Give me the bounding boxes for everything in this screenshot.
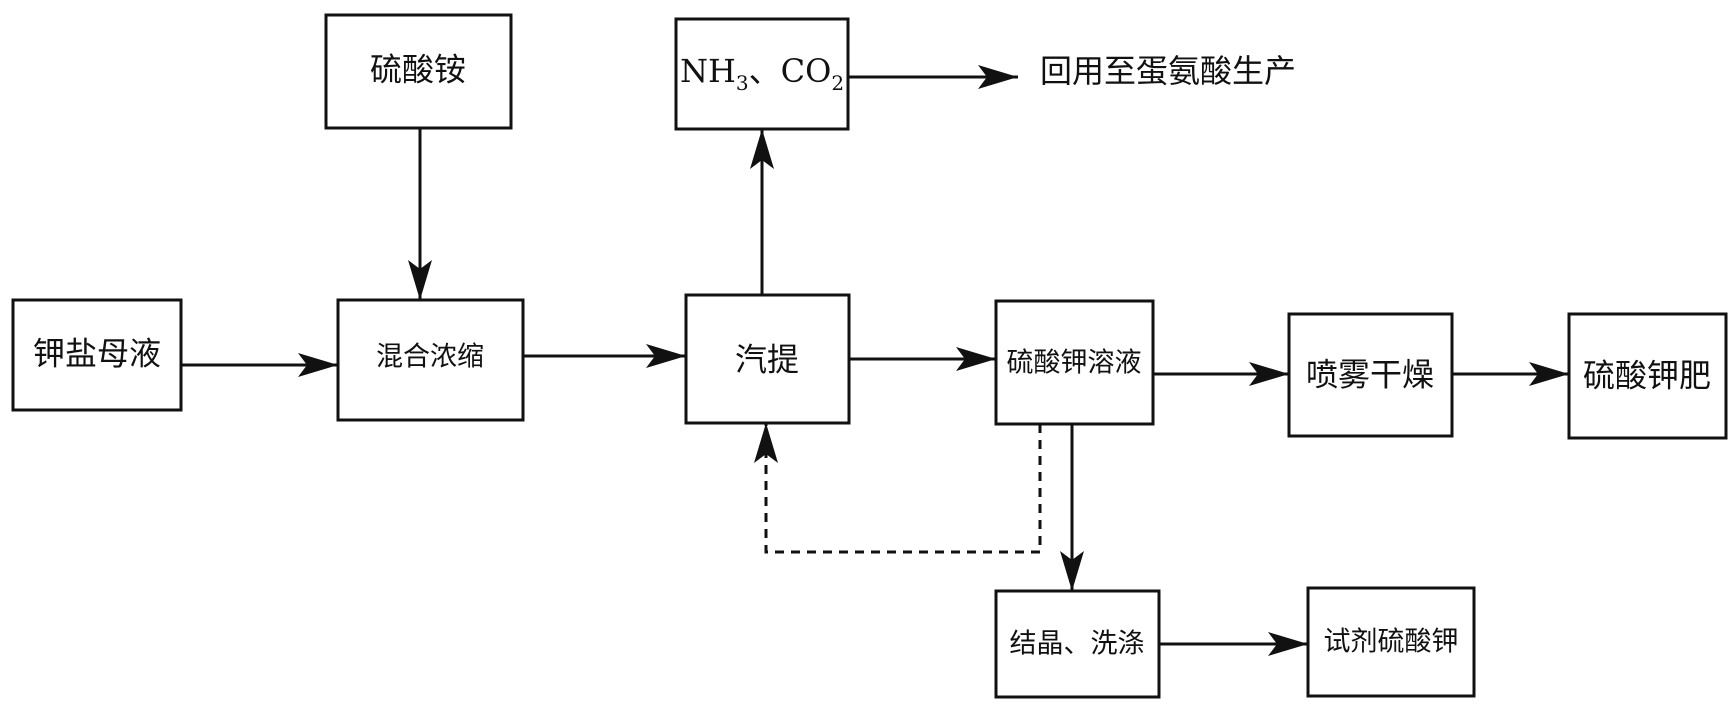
node-ammonium-sulfate-label: 硫酸铵 — [370, 51, 466, 89]
node-potassium-mother-liquor: 钾盐母液 — [11, 298, 183, 412]
node-k2so4-fertilizer-label: 硫酸钾肥 — [1583, 357, 1711, 395]
gases-co-subscript: 2 — [831, 71, 844, 95]
node-mix-concentrate-label: 混合浓缩 — [376, 342, 484, 373]
node-potassium-mother-liquor-label: 钾盐母液 — [33, 335, 161, 373]
node-gases: NH3、CO2 — [674, 17, 850, 131]
node-ammonium-sulfate: 硫酸铵 — [324, 13, 513, 130]
node-spray-dry: 喷雾干燥 — [1287, 312, 1454, 438]
node-mix-concentrate: 混合浓缩 — [336, 298, 525, 422]
node-stripping-label: 汽提 — [735, 341, 799, 379]
node-k2so4-solution-label: 硫酸钾溶液 — [1007, 348, 1142, 379]
gases-nh-subscript: 3 — [736, 71, 749, 95]
node-gases-label: NH3、CO2 — [680, 52, 844, 95]
node-reagent-k2so4: 试剂硫酸钾 — [1306, 586, 1476, 698]
node-crystallize-wash: 结晶、洗涤 — [994, 589, 1161, 699]
node-k2so4-fertilizer: 硫酸钾肥 — [1567, 312, 1728, 440]
edge-recycle-solution-to-stripping — [754, 423, 1042, 554]
gases-co: 、CO — [749, 52, 832, 90]
node-crystallize-wash-label: 结晶、洗涤 — [1010, 629, 1145, 660]
reuse-label: 回用至蛋氨酸生产 — [1040, 52, 1296, 90]
node-spray-dry-label: 喷雾干燥 — [1306, 356, 1434, 394]
node-stripping: 汽提 — [684, 293, 851, 425]
gases-nh: NH — [680, 52, 736, 90]
node-reagent-k2so4-label: 试剂硫酸钾 — [1324, 627, 1459, 658]
node-k2so4-solution: 硫酸钾溶液 — [994, 299, 1155, 426]
